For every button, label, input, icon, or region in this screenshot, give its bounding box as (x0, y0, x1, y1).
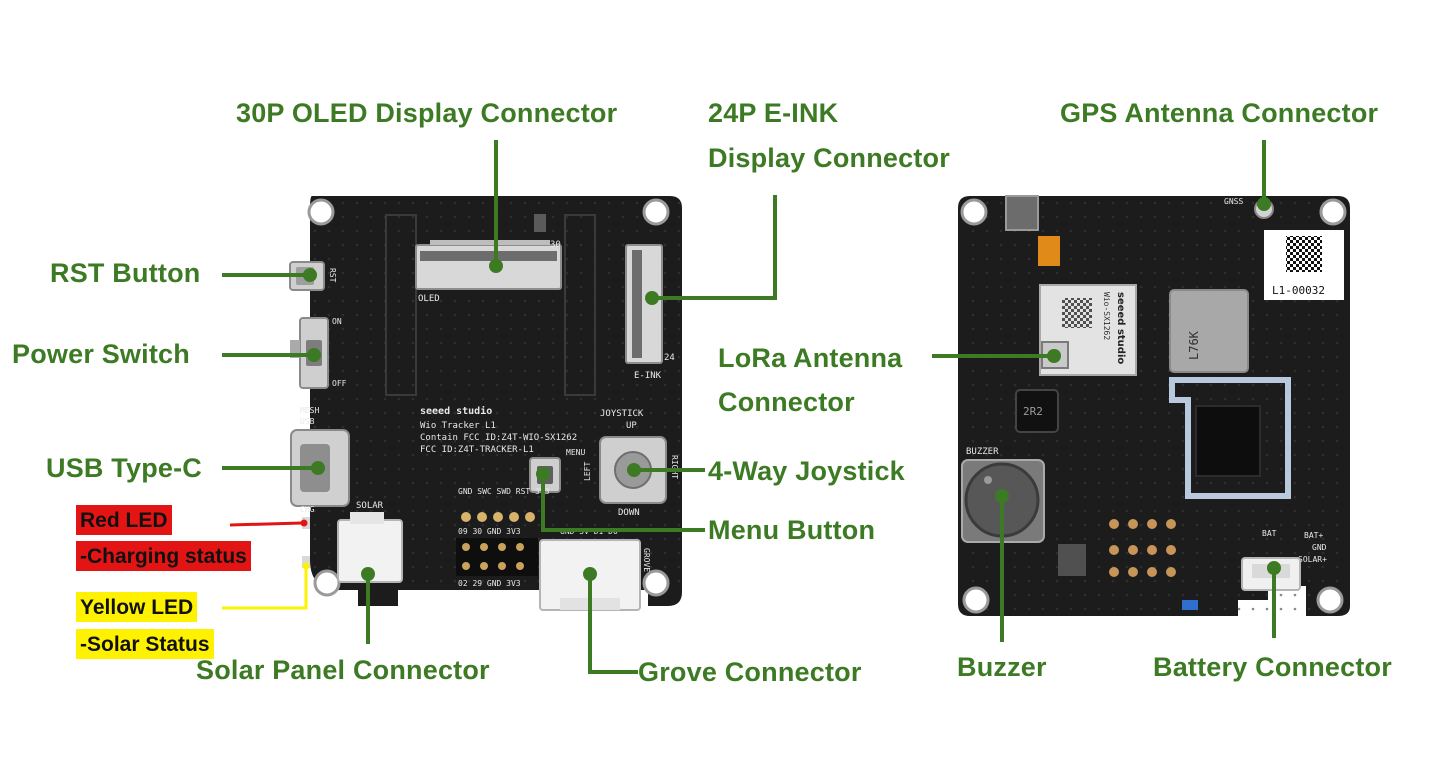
silk-on: ON (332, 317, 342, 326)
silk-gnd: GND (1312, 543, 1327, 552)
front-board: OLED 30 E-INK 24 RST ON OFF MESH USB CHG… (289, 196, 682, 611)
label-power-switch: Power Switch (12, 339, 190, 369)
silk-hdr-mid: 09 30 GND 3V3 (458, 527, 521, 536)
label-battery-connector: Battery Connector (1153, 652, 1392, 682)
silk-model: Wio Tracker L1 (420, 421, 496, 431)
silk-pin30: 30 (550, 240, 561, 250)
label-grove-connector: Grove Connector (638, 657, 862, 687)
silk-right: RIGHT (670, 455, 679, 479)
line-eink (652, 195, 777, 300)
back-board: GNSS L1-00032 seeed studio Wio-SX1262 L7… (958, 195, 1350, 616)
back-mounting-holes (960, 198, 1347, 614)
line-grove (588, 574, 638, 674)
silk-usb: USB (300, 417, 315, 426)
silk-fcc1: Contain FCC ID:Z4T-WIO-SX1262 (420, 433, 577, 443)
label-usb-type-c: USB Type-C (46, 453, 203, 483)
silk-lora-brand: seeed studio (1115, 292, 1126, 364)
label-joystick: 4-Way Joystick (708, 456, 905, 486)
debug-header (461, 512, 535, 522)
silk-buzzer: BUZZER (966, 447, 999, 457)
silk-oled: OLED (418, 294, 440, 304)
silk-down: DOWN (618, 508, 640, 518)
label-rst-button: RST Button (50, 258, 201, 288)
tag-charging-status: -Charging status (76, 541, 251, 571)
tag-red-led: Red LED (76, 505, 172, 535)
silk-solar: SOLAR (356, 501, 384, 511)
silk-bat-plus: BAT+ (1304, 531, 1323, 540)
io-header (456, 538, 538, 576)
label-lora-line1: LoRa Antenna (718, 343, 903, 373)
silk-joystick: JOYSTICK (600, 409, 644, 419)
silk-mesh: MESH (300, 406, 319, 415)
silk-rst: RST (328, 268, 337, 283)
tag-yellow-led: Yellow LED (76, 592, 198, 622)
eink-connector (625, 244, 663, 364)
label-solar-connector: Solar Panel Connector (196, 655, 490, 685)
silk-pin24: 24 (664, 353, 675, 363)
label-buzzer: Buzzer (957, 652, 1047, 682)
line-menu (541, 474, 705, 532)
callout-lines (222, 140, 1276, 674)
label-lora-line2: Connector (718, 387, 855, 417)
label-menu-button: Menu Button (708, 515, 876, 545)
line-red-led (229, 521, 303, 527)
gps-module (1169, 289, 1249, 373)
tag-solar-status: -Solar Status (76, 629, 214, 659)
silk-off: OFF (332, 379, 347, 388)
silk-lora-model: Wio-SX1262 (1102, 292, 1111, 340)
silk-left: LEFT (583, 462, 592, 481)
silk-eink: E-INK (634, 371, 662, 381)
label-eink-line1: 24P E-INK (708, 98, 839, 128)
silk-qr: L1-00032 (1272, 284, 1325, 297)
silk-hdr-top: GND SWC SWD RST 3V3 (458, 487, 550, 496)
label-gps-antenna: GPS Antenna Connector (1060, 98, 1379, 128)
back-pads (1109, 519, 1176, 577)
silk-gps-module: L76K (1187, 330, 1201, 360)
silk-solar-plus: SOLAR+ (1298, 555, 1327, 564)
silk-fcc2: FCC ID:Z4T-TRACKER-L1 (420, 445, 534, 455)
silk-gnss: GNSS (1224, 197, 1243, 206)
mounting-holes (307, 198, 670, 597)
label-oled-connector: 30P OLED Display Connector (236, 98, 618, 128)
label-eink-line2: Display Connector (708, 143, 950, 173)
silk-brand: seeed studio (420, 405, 492, 417)
silk-menu: MENU (566, 448, 585, 457)
silk-chg: CHG (300, 505, 315, 514)
silk-bat: BAT (1262, 529, 1277, 538)
silk-inductor: 2R2 (1023, 405, 1043, 418)
inductor-2r2 (1015, 389, 1059, 433)
silk-up: UP (626, 421, 637, 431)
yellow-led-chip (302, 556, 310, 568)
line-yellow-led (222, 566, 308, 610)
silk-hdr-bot: 02 29 GND 3V3 (458, 579, 521, 588)
silk-grove: GROVE (642, 548, 651, 572)
